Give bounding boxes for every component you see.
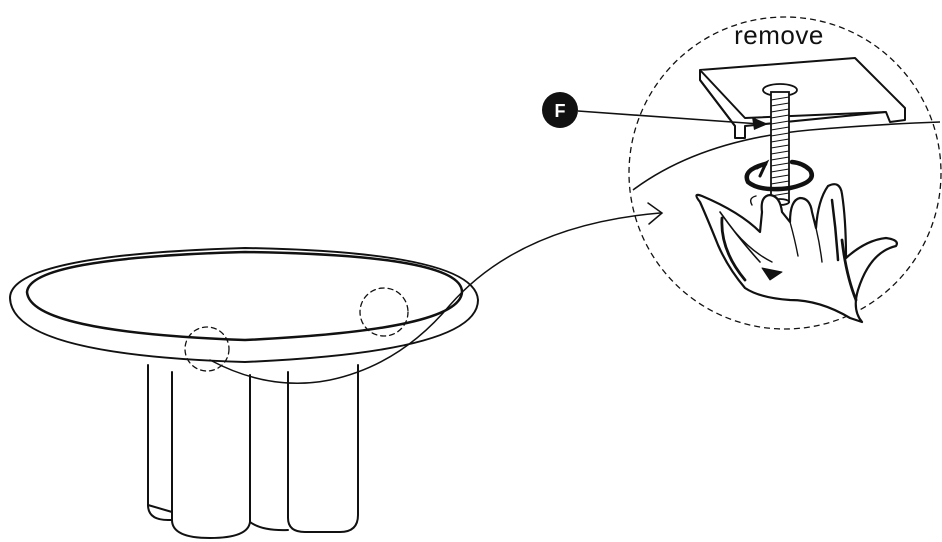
round-table-icon <box>9 247 479 539</box>
callout-letter: F <box>555 101 566 121</box>
detail-leader-arrow <box>209 202 664 384</box>
magnify-circle-icon <box>628 16 942 330</box>
table-pedestal <box>147 364 359 539</box>
detail-marker-left <box>184 326 230 372</box>
rotate-arrow-icon <box>744 159 814 192</box>
callout-leader-line <box>577 110 761 125</box>
callout-badge <box>542 92 578 128</box>
hand-icon <box>695 183 898 324</box>
detail-marker-right <box>359 287 409 337</box>
part-callout: F <box>542 92 768 130</box>
action-label: remove <box>734 20 824 50</box>
callout-arrowhead <box>752 117 768 130</box>
